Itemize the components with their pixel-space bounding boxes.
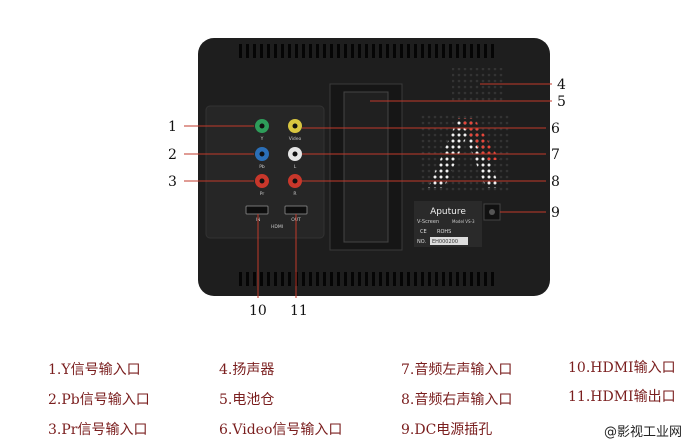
legend-item-10: 10.HDMI输入口 xyxy=(568,360,676,376)
pr-label: Pr xyxy=(260,191,265,197)
callout-6: 6 xyxy=(551,121,560,137)
callout-9: 9 xyxy=(551,205,560,221)
model-line: V-Screen xyxy=(417,219,439,225)
r-label: R xyxy=(293,191,296,197)
y-label: Y xyxy=(260,136,264,142)
model-no: Model VS-3 xyxy=(452,219,475,224)
legend-item-7: 7.音频左声输入口 xyxy=(401,362,513,378)
callout-lines xyxy=(184,83,552,298)
rca-ports xyxy=(255,119,302,188)
brand-label: Aputure xyxy=(430,207,466,217)
legend-item-2: 2.Pb信号输入口 xyxy=(48,392,150,408)
legend-item-9: 9.DC电源插孔 xyxy=(401,422,493,438)
top-vent xyxy=(236,44,494,58)
callout-3: 3 xyxy=(168,174,177,190)
cert-ce: CE xyxy=(420,229,427,235)
port-panel xyxy=(205,105,325,239)
callout-8: 8 xyxy=(551,174,560,190)
callout-5: 5 xyxy=(557,94,566,110)
bottom-vent xyxy=(236,272,494,286)
legend-item-1: 1.Y信号输入口 xyxy=(48,362,141,378)
callout-2: 2 xyxy=(168,147,177,163)
legend-item-6: 6.Video信号输入口 xyxy=(219,422,343,438)
legend-item-3: 3.Pr信号输入口 xyxy=(48,422,148,438)
l-label: L xyxy=(294,164,297,170)
callout-1: 1 xyxy=(168,119,177,135)
legend-item-11: 11.HDMI输出口 xyxy=(568,389,676,405)
callout-11: 11 xyxy=(290,303,308,319)
pb-label: Pb xyxy=(259,164,265,170)
aputure-logo-mark xyxy=(428,118,500,188)
video-label: Video xyxy=(289,136,302,142)
hdmi-in-port xyxy=(245,205,269,215)
hdmi-label: HDMI xyxy=(271,224,283,230)
watermark: @影视工业网 xyxy=(603,425,682,440)
callout-10: 10 xyxy=(249,303,267,319)
callout-7: 7 xyxy=(551,147,560,163)
hdmi-out-port xyxy=(284,205,308,215)
legend-item-4: 4.扬声器 xyxy=(219,362,275,378)
legend-item-5: 5.电池仓 xyxy=(219,392,275,408)
legend-item-8: 8.音频右声输入口 xyxy=(401,392,513,408)
battery-plate xyxy=(343,91,389,243)
serial-number: EH000200 xyxy=(432,239,458,245)
speaker-grille xyxy=(452,68,504,102)
callout-4: 4 xyxy=(557,77,566,93)
cert-rohs: ROHS xyxy=(437,229,451,235)
serial-label: NO. xyxy=(417,239,426,245)
